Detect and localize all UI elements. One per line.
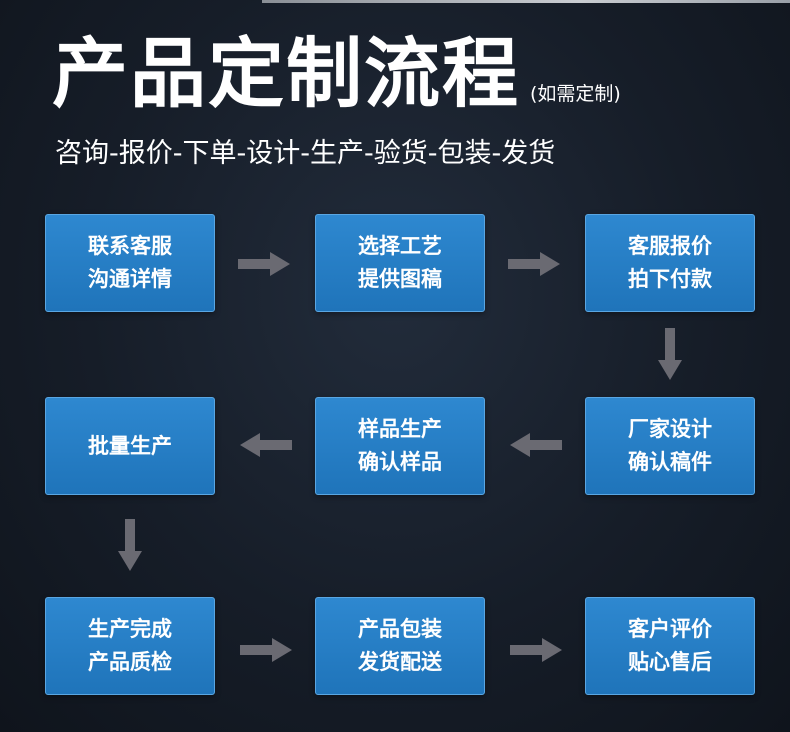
- step-box-review: 客户评价 贴心售后: [585, 597, 755, 695]
- step-box-production-done: 生产完成 产品质检: [45, 597, 215, 695]
- page-title: 产品定制流程: [52, 29, 520, 118]
- arrow-right-icon: [240, 638, 292, 662]
- step-label-line1: 联系客服: [88, 234, 172, 258]
- step-label-line2: 贴心售后: [628, 650, 712, 674]
- step-label-line1: 客服报价: [628, 234, 712, 258]
- step-label-line1: 产品包装: [358, 617, 442, 641]
- steps-summary: 咨询-报价-下单-设计-生产-验货-包装-发货: [55, 138, 556, 169]
- title-row: 产品定制流程 (如需定制): [52, 28, 621, 120]
- step-label-line1: 批量生产: [88, 433, 172, 458]
- step-box-design: 厂家设计 确认稿件: [585, 397, 755, 495]
- step-label-line1: 生产完成: [88, 617, 172, 641]
- step-label-line2: 拍下付款: [628, 267, 712, 291]
- top-decor-line: [262, 0, 790, 3]
- arrow-right-icon: [238, 252, 290, 276]
- page-subtitle: (如需定制): [530, 83, 621, 105]
- step-label-line1: 客户评价: [628, 617, 712, 641]
- step-label-line2: 产品质检: [88, 650, 172, 674]
- arrow-right-icon: [508, 252, 560, 276]
- step-label-line2: 发货配送: [358, 650, 442, 674]
- arrow-left-icon: [240, 433, 292, 457]
- step-box-sample: 样品生产 确认样品: [315, 397, 485, 495]
- step-label-line2: 沟通详情: [88, 267, 172, 291]
- step-label-line2: 确认稿件: [628, 450, 712, 474]
- step-label-line1: 厂家设计: [628, 417, 712, 441]
- step-label-line1: 选择工艺: [358, 234, 442, 258]
- step-box-packaging: 产品包装 发货配送: [315, 597, 485, 695]
- arrow-left-icon: [510, 433, 562, 457]
- step-box-craft: 选择工艺 提供图稿: [315, 214, 485, 312]
- arrow-right-icon: [510, 638, 562, 662]
- arrow-down-icon: [658, 328, 682, 380]
- step-label-line2: 确认样品: [358, 450, 442, 474]
- step-box-contact: 联系客服 沟通详情: [45, 214, 215, 312]
- step-label-line1: 样品生产: [358, 417, 442, 441]
- step-label-line2: 提供图稿: [358, 267, 442, 291]
- step-box-mass-production: 批量生产: [45, 397, 215, 495]
- arrow-down-icon: [118, 519, 142, 571]
- step-box-quote: 客服报价 拍下付款: [585, 214, 755, 312]
